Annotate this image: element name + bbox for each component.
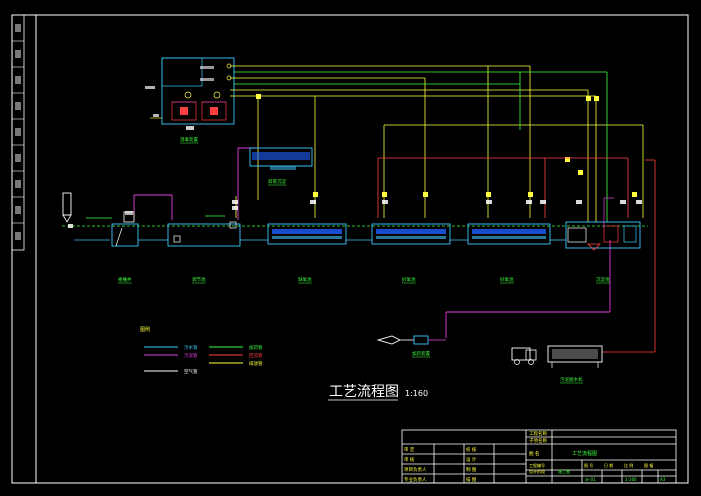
legend-label: 污水管	[184, 344, 198, 351]
title-block-field: 水-01	[585, 476, 596, 482]
screen-well	[111, 211, 139, 247]
inner-frame	[35, 14, 689, 484]
title-block-field: 比 例	[624, 462, 633, 468]
title-block-text: 审 定校 核审 核设 计项目负责人制 图专业负责人描 图工程名称子项名称图 名工…	[404, 430, 666, 483]
elevated-tank	[249, 147, 313, 170]
return-pipes	[377, 157, 656, 353]
title-block-field: 设计阶段	[529, 468, 545, 474]
legend-label: 加药管	[249, 344, 263, 351]
legend-label: 污泥管	[184, 352, 198, 359]
influent-unit	[62, 192, 112, 241]
title-block-cell: 设 计	[466, 456, 477, 463]
unit-label-dosing: 加药装置	[412, 350, 430, 357]
unit-label-aerobic2: 好氧池	[500, 276, 514, 283]
settling-tank	[565, 221, 641, 251]
title-block-cell: 描 图	[466, 476, 477, 483]
blower-room	[145, 57, 235, 130]
valve-markers	[256, 94, 637, 197]
air-pipe-network	[230, 65, 644, 222]
sludge-dewatering	[511, 345, 603, 368]
aerobic-tank-1	[371, 223, 451, 245]
unit-label-adjust: 调节池	[192, 276, 206, 283]
effluent-lines	[603, 197, 614, 228]
title-block-field: 工艺流程图	[572, 450, 597, 457]
title-block-field: A3	[660, 477, 666, 482]
anoxic-tank	[267, 223, 347, 245]
outer-frame	[11, 14, 689, 484]
title-block-field: 1:160	[625, 477, 637, 482]
unit-label-filter: 斜管沉淀	[268, 178, 286, 185]
unit-label-disinfect: 消毒装置	[180, 136, 198, 143]
air-pipe-green	[234, 71, 608, 222]
legend-label: 空气管	[184, 368, 198, 375]
title-block-cell: 校 核	[466, 446, 477, 453]
unit-label-settling: 沉淀池	[596, 276, 610, 283]
title-block	[401, 429, 677, 484]
unit-label-aerobic1: 好氧池	[402, 276, 416, 283]
adjust-tank	[167, 215, 241, 247]
title-block-field: 日 期	[604, 462, 613, 468]
legend-label: 回流管	[249, 352, 263, 359]
unit-label-screen: 格栅井	[118, 276, 132, 283]
title-block-field: 图 幅	[644, 462, 653, 468]
title-block-cell: 专业负责人	[404, 476, 427, 483]
title-block-cell: 审 核	[404, 456, 415, 463]
title-block-field: 工程名称	[529, 430, 547, 437]
drawing-title: 工艺流程图	[329, 384, 399, 400]
unit-label-sludge: 污泥脱水机	[560, 376, 583, 383]
title-block-cell: 审 定	[404, 446, 415, 453]
drain-markers	[68, 200, 642, 228]
dosing-device	[376, 335, 446, 345]
legend-title: 图例	[140, 326, 150, 333]
aerobic-tank-2	[467, 223, 551, 245]
title-block-field: 子项名称	[529, 437, 547, 444]
title-block-cell: 制 图	[466, 466, 477, 473]
legend-label: 排放管	[249, 360, 263, 367]
title-block-field: 图 号	[584, 462, 593, 468]
drawing-scale: 1:160	[405, 389, 428, 398]
title-block-cell: 项目负责人	[404, 466, 427, 473]
unit-label-anoxic: 缺氧池	[298, 276, 312, 283]
left-strip	[11, 14, 25, 251]
sludge-pipe	[133, 147, 611, 338]
title-block-field: 工程编号	[529, 462, 545, 468]
title-block-field: 图 名	[529, 450, 539, 457]
title-block-field: 施工图	[558, 468, 570, 474]
